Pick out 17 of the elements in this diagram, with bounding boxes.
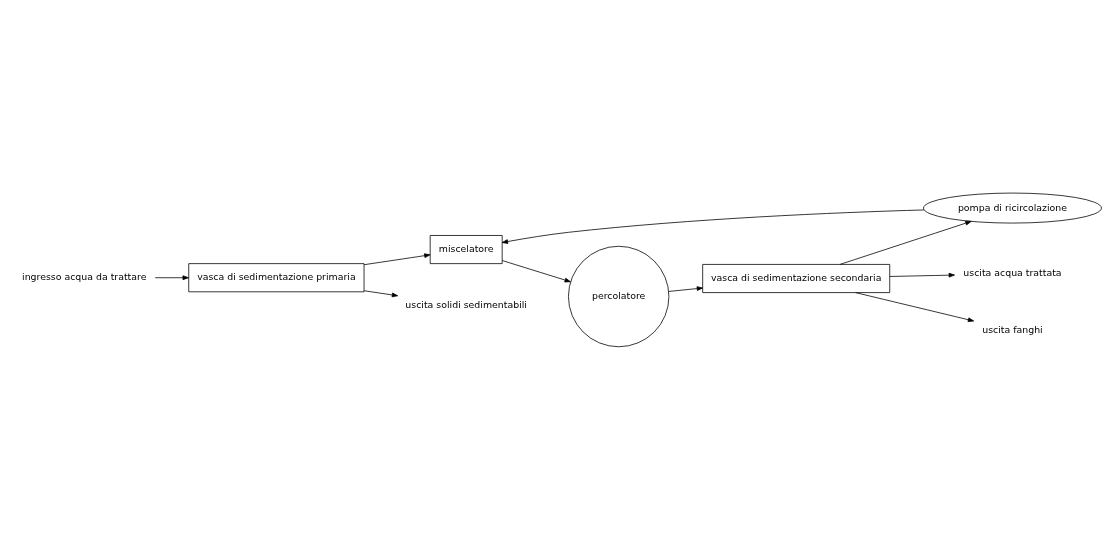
arrow — [501, 209, 925, 244]
node-text: uscita solidi sedimentabili — [405, 298, 527, 310]
arrow — [839, 220, 972, 265]
node-box: miscelatore — [429, 234, 503, 264]
arrow — [363, 289, 399, 297]
node-circle: percolatore — [568, 245, 670, 347]
node-box: vasca di sedimentazione secondaria — [702, 263, 891, 293]
arrow — [889, 272, 955, 277]
arrow — [855, 291, 975, 322]
node-text: uscita fanghi — [982, 323, 1043, 335]
node-text: uscita acqua trattata — [963, 266, 1062, 278]
arrow — [668, 285, 703, 292]
arrow — [363, 252, 431, 265]
arrow — [501, 259, 571, 282]
node-box: vasca di sedimentazione primaria — [188, 262, 365, 292]
arrow — [154, 274, 189, 280]
node-text: ingresso acqua da trattare — [22, 270, 147, 282]
